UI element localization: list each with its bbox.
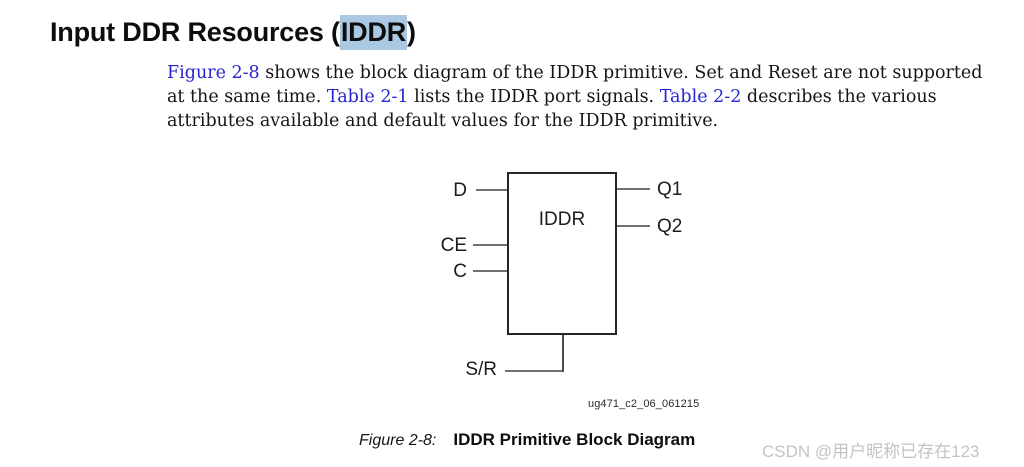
paragraph-text: lists the IDDR port signals.	[408, 87, 660, 107]
paragraph-text: at the same time.	[167, 87, 327, 107]
wire-sr-vertical	[562, 335, 564, 372]
page-title-suffix: )	[407, 17, 416, 47]
port-label-q2: Q2	[657, 216, 683, 237]
port-label-ce: CE	[440, 235, 467, 256]
page-title-prefix: Input DDR Resources (	[50, 17, 340, 47]
figure-caption: Figure 2-8: IDDR Primitive Block Diagram	[359, 430, 695, 450]
caption-number: Figure 2-8:	[359, 432, 437, 449]
link-figure-2-8[interactable]: Figure 2-8	[167, 63, 260, 83]
wire-q1	[617, 188, 650, 190]
body-paragraph: Figure 2-8 shows the block diagram of th…	[167, 61, 983, 133]
paragraph-line-2: at the same time. Table 2-1 lists the ID…	[167, 85, 977, 109]
wire-q2	[617, 225, 650, 227]
iddr-primitive-box	[507, 172, 617, 335]
link-table-2-2[interactable]: Table 2-2	[659, 87, 742, 107]
paragraph-line-3: attributes available and default values …	[167, 109, 977, 133]
port-label-d: D	[453, 180, 467, 201]
port-label-q1: Q1	[657, 179, 683, 200]
page-title-selection-highlight: IDDR	[339, 15, 408, 50]
figure-code: ug471_c2_06_061215	[588, 398, 700, 410]
paragraph-text: shows the block diagram of the IDDR prim…	[259, 63, 983, 83]
caption-title: IDDR Primitive Block Diagram	[453, 430, 696, 449]
paragraph-text: attributes available and default values …	[167, 111, 719, 131]
wire-c	[473, 270, 507, 272]
csdn-watermark: CSDN @用户昵称已存在123	[762, 442, 980, 461]
port-label-c: C	[453, 261, 467, 282]
iddr-block-label: IDDR	[538, 209, 586, 230]
wire-sr-horizontal	[505, 370, 564, 372]
wire-d	[476, 189, 507, 191]
port-label-sr: S/R	[465, 359, 497, 380]
page-title: Input DDR Resources (IDDR)	[50, 15, 416, 50]
paragraph-text: describes the various	[741, 87, 937, 107]
link-table-2-1[interactable]: Table 2-1	[326, 87, 409, 107]
wire-ce	[473, 244, 507, 246]
paragraph-line-1: Figure 2-8 shows the block diagram of th…	[167, 61, 983, 85]
